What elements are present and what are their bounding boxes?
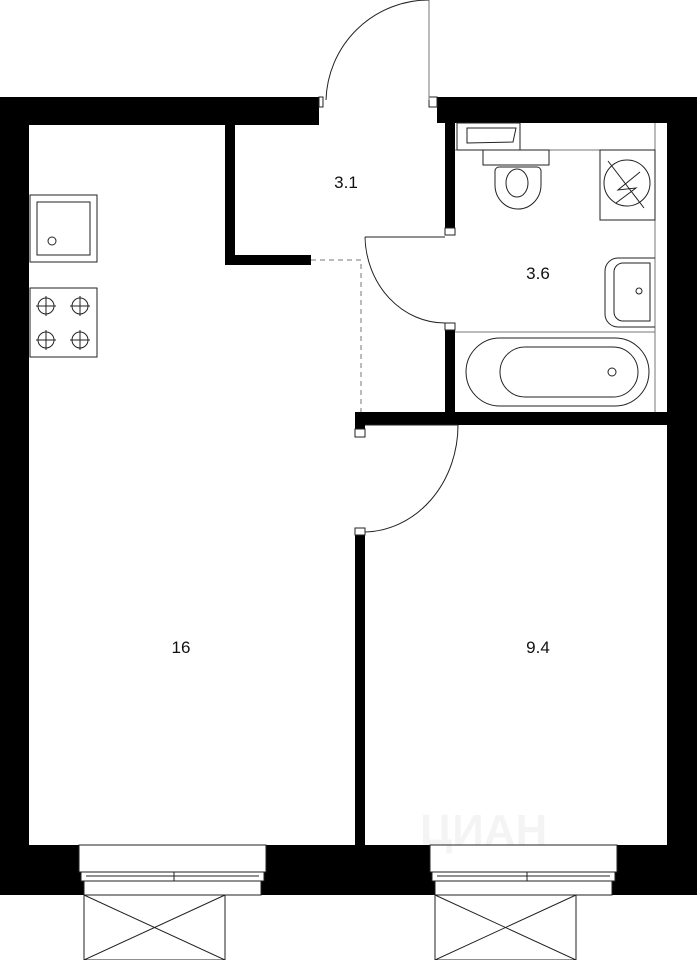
- balcony-left: [83, 894, 226, 960]
- washing-machine-icon: [599, 149, 656, 221]
- bathroom-door[interactable]: [364, 227, 456, 331]
- hall-wall-vertical: [225, 115, 235, 265]
- stove-icon: [29, 287, 98, 358]
- bathtub-icon: [465, 337, 650, 407]
- entrance-door[interactable]: [318, 0, 438, 108]
- left-wall: [0, 97, 29, 895]
- cabinet-icon: [456, 122, 521, 151]
- toilet-icon: [482, 149, 550, 210]
- kitchen-sink-icon: [29, 194, 98, 263]
- walls: [0, 97, 697, 895]
- bath-wall-upper: [445, 115, 455, 235]
- kitchen-zone-boundary: [311, 259, 362, 412]
- window-left: [78, 844, 267, 896]
- top-wall-right: [437, 97, 697, 123]
- room-area-hallway: 3.1: [334, 173, 358, 192]
- bedroom-wall-stub: [355, 412, 365, 437]
- balcony-right: [434, 894, 577, 960]
- bedroom-door[interactable]: [354, 424, 459, 536]
- right-wall: [667, 97, 697, 895]
- window-right: [429, 844, 618, 896]
- room-area-bedroom: 9.4: [526, 638, 550, 657]
- top-wall-left: [0, 97, 319, 125]
- hall-wall-horizontal: [225, 255, 311, 265]
- watermark-logo: ЦИАН: [420, 806, 547, 855]
- bath-wall-lower: [445, 325, 455, 415]
- bedroom-top-wall: [355, 412, 697, 425]
- room-area-bathroom: 3.6: [526, 264, 550, 283]
- washbasin-icon: [604, 257, 655, 328]
- room-area-living-kitchen: 16: [172, 638, 191, 657]
- bedroom-left-wall: [355, 535, 365, 845]
- bathroom-fixtures: [455, 122, 656, 412]
